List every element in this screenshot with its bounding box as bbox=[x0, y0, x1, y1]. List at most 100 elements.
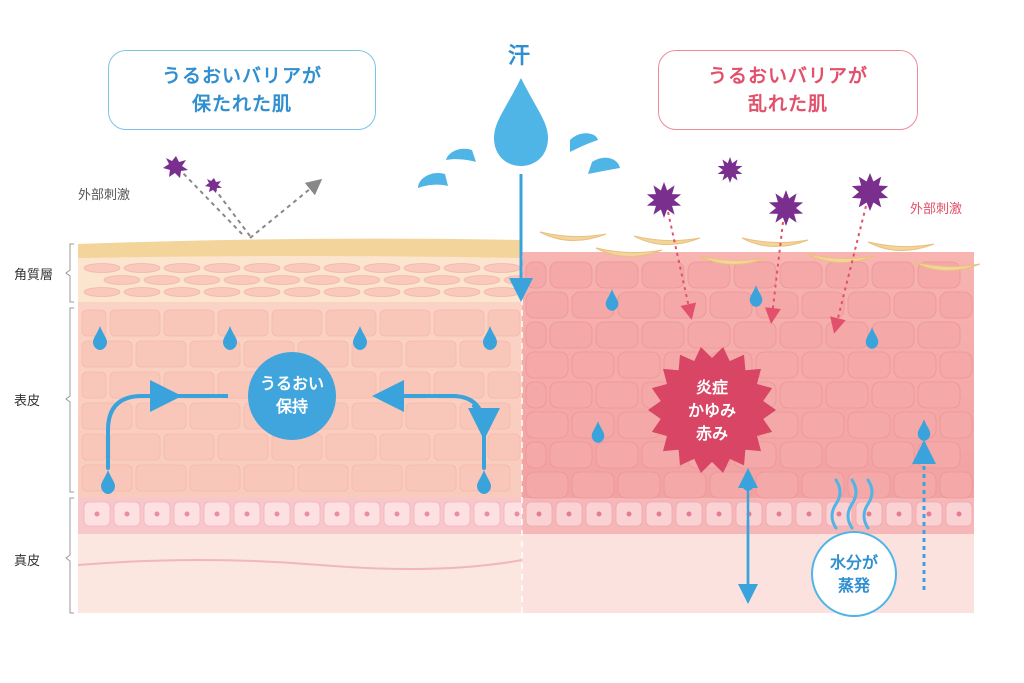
damaged-cell bbox=[801, 351, 845, 379]
corneum-cell bbox=[403, 287, 441, 297]
layer-brackets bbox=[65, 243, 74, 614]
basal-nucleus bbox=[94, 511, 100, 517]
damaged-cell bbox=[801, 291, 845, 319]
external-stimulus-right: 外部刺激 bbox=[910, 202, 963, 217]
corneum-flake bbox=[741, 237, 809, 248]
damaged-cell bbox=[733, 261, 777, 289]
moisture-retention-badge bbox=[248, 352, 336, 440]
dermis-bracket bbox=[65, 497, 74, 614]
basal-nucleus bbox=[686, 511, 692, 517]
water-drop-icon bbox=[917, 419, 931, 441]
epidermis-cell bbox=[405, 340, 457, 368]
basal-nucleus bbox=[124, 511, 130, 517]
external-stimulus-left: 外部刺激 bbox=[78, 188, 131, 203]
damaged-cell bbox=[733, 321, 777, 349]
epidermis-cell bbox=[325, 433, 377, 461]
circulation-arrow-left bbox=[106, 380, 182, 470]
damaged-cell bbox=[595, 321, 639, 349]
damaged-title-line2: 乱れた肌 bbox=[747, 93, 828, 115]
stimulus-particle-icon bbox=[768, 190, 804, 226]
sweat-illustration bbox=[418, 78, 620, 302]
penetrating-stimulus bbox=[667, 205, 867, 334]
damaged-cell bbox=[825, 381, 869, 409]
damaged-cell bbox=[893, 471, 937, 499]
basal-nucleus bbox=[304, 511, 310, 517]
damaged-cell bbox=[939, 351, 973, 379]
epidermis-cell bbox=[81, 433, 107, 461]
damaged-cell bbox=[779, 321, 823, 349]
basal-nucleus bbox=[514, 511, 520, 517]
damaged-cell bbox=[871, 321, 915, 349]
damaged-cell bbox=[595, 381, 639, 409]
epidermis-cell bbox=[163, 433, 215, 461]
damaged-cell bbox=[847, 291, 891, 319]
epidermis-cell bbox=[189, 402, 241, 430]
damaged-cell bbox=[617, 471, 661, 499]
basal-nucleus bbox=[454, 511, 460, 517]
damaged-cell bbox=[617, 351, 661, 379]
water-drop-icon bbox=[865, 327, 879, 349]
damaged-cell bbox=[825, 261, 869, 289]
damaged-cell bbox=[525, 261, 547, 289]
epidermis-cell bbox=[243, 464, 295, 492]
sweat-label: 汗 bbox=[508, 44, 531, 69]
corneum-cell bbox=[363, 263, 401, 273]
stimulus-penetrate-arrow bbox=[764, 221, 784, 324]
basal-nucleus bbox=[334, 511, 340, 517]
stimulus-particle-icon bbox=[646, 182, 682, 218]
corneum-bracket bbox=[65, 243, 74, 303]
corneum-cell bbox=[483, 287, 521, 297]
damaged-basal-cells bbox=[525, 501, 973, 527]
damaged-cell bbox=[595, 441, 639, 469]
healthy-basal-cells bbox=[83, 501, 531, 527]
basal-nucleus bbox=[596, 511, 602, 517]
damaged-cell bbox=[571, 351, 615, 379]
damaged-cell bbox=[595, 261, 639, 289]
damaged-cell bbox=[755, 471, 799, 499]
sweat-splash-icon bbox=[570, 133, 598, 152]
damaged-cell bbox=[779, 441, 823, 469]
damaged-cell bbox=[871, 381, 915, 409]
basal-nucleus bbox=[394, 511, 400, 517]
evaporation-badge bbox=[811, 531, 897, 617]
sweat-splash-icon bbox=[446, 148, 476, 162]
stimulus-particle-icon bbox=[205, 178, 222, 193]
reflected-stimulus bbox=[163, 156, 323, 239]
epidermis-cell bbox=[189, 464, 241, 492]
water-drop-icon bbox=[353, 326, 367, 350]
corneum-cell bbox=[83, 287, 121, 297]
basal-nucleus bbox=[536, 511, 542, 517]
corneum-cell bbox=[443, 263, 481, 273]
corneum-cell bbox=[163, 263, 201, 273]
healthy-title-line2: 保たれた肌 bbox=[191, 93, 292, 115]
corneum-cell bbox=[83, 263, 121, 273]
epidermis-bracket bbox=[65, 307, 74, 493]
corneum-cell bbox=[363, 287, 401, 297]
water-drop-icon bbox=[93, 326, 107, 350]
damaged-cell bbox=[617, 411, 661, 439]
corneum-cell bbox=[483, 263, 521, 273]
damaged-cell bbox=[939, 291, 973, 319]
corneum-cell bbox=[223, 275, 261, 285]
epidermis-cell bbox=[297, 464, 349, 492]
damaged-cell bbox=[893, 351, 937, 379]
damaged-cell bbox=[917, 441, 961, 469]
basal-nucleus bbox=[484, 511, 490, 517]
inflammation-label: 炎症 かゆみ 赤み bbox=[662, 376, 762, 445]
epidermis-cell bbox=[405, 464, 457, 492]
damaged-cell bbox=[709, 291, 753, 319]
stimulus-reflect-arrow bbox=[249, 178, 323, 239]
water-drop-icon bbox=[477, 470, 491, 494]
damaged-cell bbox=[525, 441, 547, 469]
corneum-cell bbox=[123, 287, 161, 297]
epidermis-cell bbox=[325, 309, 377, 337]
epidermis-cell bbox=[271, 309, 323, 337]
damaged-skin-section bbox=[522, 231, 981, 613]
corneum-cell bbox=[183, 275, 221, 285]
evaporation-line2: 蒸発 bbox=[837, 576, 870, 595]
circulation-arrow-down bbox=[467, 404, 500, 440]
healthy-corneum-cells bbox=[83, 263, 541, 297]
water-drop-icon bbox=[591, 421, 605, 443]
corneum-cell bbox=[323, 287, 361, 297]
